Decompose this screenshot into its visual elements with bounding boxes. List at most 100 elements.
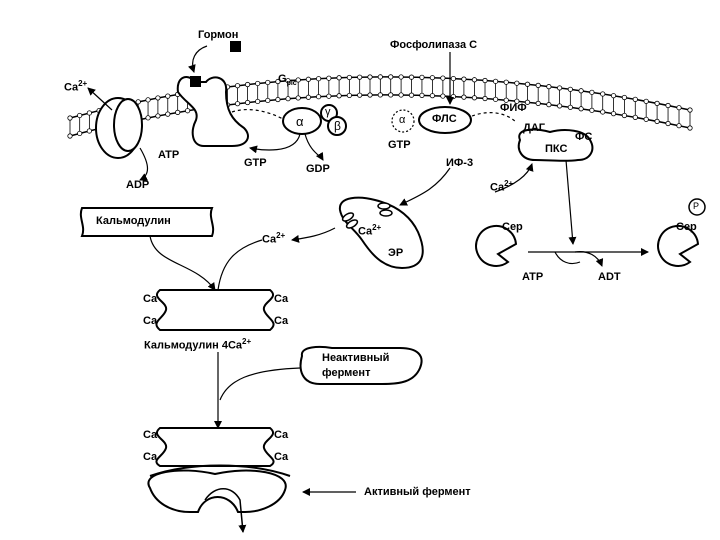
lipid-head	[567, 86, 573, 92]
hormone-square	[230, 41, 241, 52]
er-channels	[341, 202, 393, 229]
lipid-head	[245, 81, 251, 88]
lipid-head	[155, 95, 161, 101]
lipid-head	[610, 111, 617, 117]
adp-left-label: ADP	[126, 179, 150, 191]
lipid-head	[654, 100, 660, 106]
lipid-head	[398, 92, 404, 98]
inactive-enzyme-label-1: Неактивный	[322, 352, 390, 364]
lipid-head	[589, 107, 595, 113]
lipid-head	[326, 75, 332, 81]
lipid-head	[503, 79, 509, 85]
ser-left-label: Сер	[502, 221, 523, 233]
lipid-head	[514, 80, 520, 86]
fif-label: ФИФ	[500, 102, 527, 114]
lipid-head	[145, 115, 151, 121]
gtp-right-label: GTP	[388, 139, 411, 151]
active-enzyme-label: Активный фермент	[364, 486, 471, 498]
lipid-head	[316, 76, 322, 82]
lipid-head	[275, 78, 281, 85]
lipid-head	[285, 78, 291, 84]
lipid-head	[419, 92, 425, 98]
lipid-head	[654, 118, 660, 124]
lipid-head	[245, 99, 251, 106]
atp-right-label: ATP	[522, 271, 544, 283]
beta-label: β	[334, 119, 341, 133]
ca-out-arrow	[87, 87, 113, 111]
plc-enzyme	[418, 106, 472, 134]
lipid-head	[275, 96, 281, 103]
lipid-head	[185, 108, 191, 114]
lipid-head	[145, 97, 151, 103]
ser-substrate-left	[475, 224, 518, 267]
calmodulin-4ca	[155, 289, 275, 331]
lipid-head	[336, 93, 342, 99]
g-plc-label: Gplc	[278, 73, 297, 88]
ca-site-6: Ca	[143, 451, 158, 463]
lipid-head	[440, 75, 446, 81]
lipid-head	[305, 76, 311, 82]
lipid-head	[265, 79, 271, 86]
lipid-head	[524, 81, 531, 87]
g-protein	[282, 104, 347, 136]
hormone-label: Гормон	[198, 29, 239, 41]
ca-site-4: Ca	[274, 315, 289, 327]
lipid-head	[408, 74, 415, 80]
lipid-head	[429, 93, 435, 99]
adt-curve	[574, 251, 604, 267]
lipid-head	[377, 92, 383, 98]
lipid-head	[367, 74, 373, 80]
lipid-head	[77, 112, 83, 119]
calcium-channel	[95, 97, 143, 159]
ip3-arrow	[399, 167, 451, 206]
lipid-head	[265, 97, 271, 104]
lipid-head	[165, 111, 171, 117]
ca-site-3: Ca	[274, 293, 289, 305]
lipid-head	[524, 99, 531, 105]
ca-pks-label: Ca2+	[490, 179, 514, 194]
lipid-head	[687, 125, 693, 131]
lipid-head	[377, 74, 383, 80]
lipid-head	[578, 88, 584, 94]
ca-site-2: Ca	[143, 315, 158, 327]
lipid-head	[255, 98, 261, 105]
lipid-head	[471, 95, 478, 101]
plc-dag-link	[471, 112, 517, 123]
atp-curve	[554, 251, 581, 265]
lipid-head	[67, 115, 73, 121]
gamma-label: γ	[325, 106, 331, 118]
ca-join-line	[217, 239, 263, 291]
lipid-head	[665, 120, 671, 127]
alpha-label: α	[296, 114, 304, 129]
lipid-head	[492, 78, 499, 84]
lipid-head	[450, 75, 456, 82]
lipid-head	[503, 97, 509, 103]
lipid-head	[687, 107, 693, 113]
lipid-head	[295, 77, 301, 83]
er-ca-arrow	[291, 227, 336, 243]
inactive-enzyme	[299, 346, 423, 385]
lipid-head	[77, 130, 83, 137]
lipid-head	[461, 94, 467, 100]
ca-to-calmodulin-label: Ca2+	[262, 231, 286, 246]
lipid-head	[388, 74, 394, 80]
lipid-head	[514, 98, 520, 104]
lipid-head	[305, 94, 311, 100]
lipid-head	[285, 96, 291, 102]
active-enzyme	[147, 469, 287, 513]
ca-pkc-arrow	[494, 163, 534, 193]
lipid-head	[86, 128, 92, 134]
lipid-head	[535, 100, 541, 106]
endoplasmic-reticulum	[338, 196, 424, 270]
inactive-enzyme-label-2: фермент	[322, 367, 371, 379]
calmodulin-4ca-label: Кальмодулин 4Ca2+	[144, 337, 252, 352]
lipid-head	[398, 74, 404, 80]
cell-membrane	[67, 74, 693, 139]
lipid-head	[643, 116, 649, 122]
lipid-head	[165, 93, 171, 99]
er-label: ЭР	[388, 247, 404, 259]
lipid-head	[135, 99, 141, 105]
lipid-head	[429, 75, 435, 81]
enzyme-join-line	[219, 367, 301, 401]
